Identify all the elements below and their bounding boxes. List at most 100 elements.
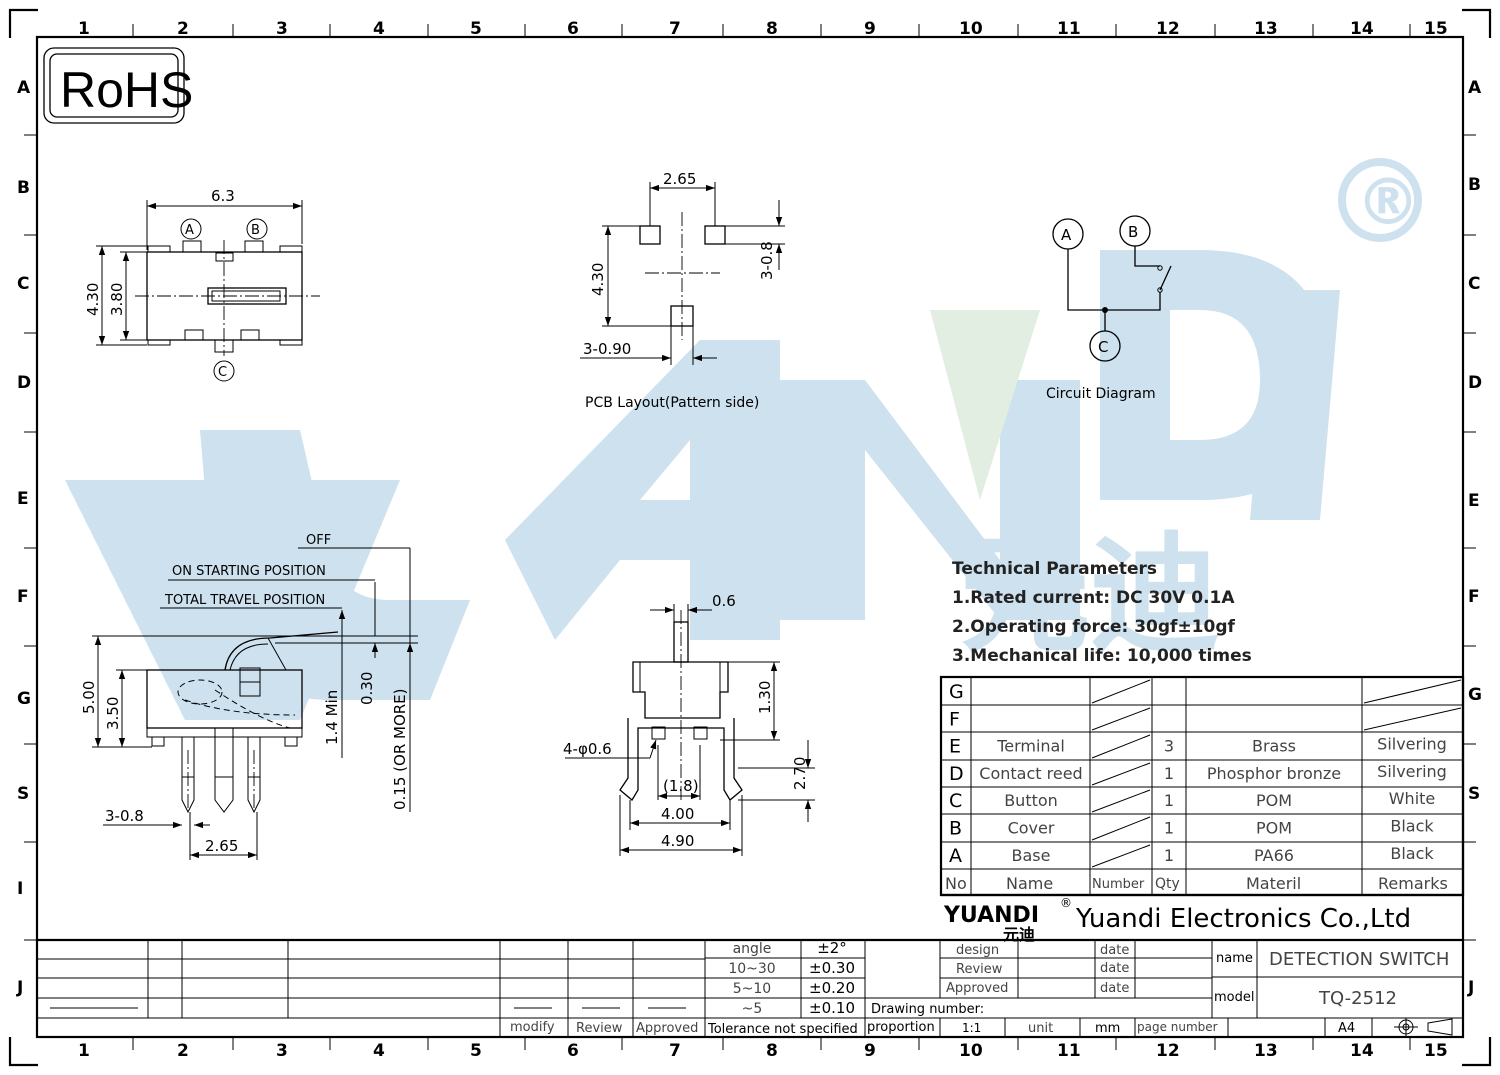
pin-b-label: B	[251, 223, 260, 238]
tol-value: ±0.20	[809, 979, 855, 997]
col-label-bottom: 12	[1156, 1041, 1180, 1061]
label-modify: modify	[510, 1020, 555, 1035]
col-label-top: 7	[669, 19, 681, 39]
row-label-left: E	[17, 489, 29, 509]
col-label-top: 3	[276, 19, 288, 39]
col-label-top: 2	[177, 19, 189, 39]
col-label-top: 11	[1057, 19, 1081, 39]
bom-qty: 3	[1164, 737, 1174, 756]
bom-material: Brass	[1252, 737, 1296, 756]
tolerance-row: ~5±0.10	[742, 999, 855, 1017]
row-label-left: S	[17, 784, 29, 804]
bom-qty: 1	[1164, 791, 1174, 810]
bom-name: Cover	[1008, 819, 1055, 838]
label-review-2: Review	[576, 1021, 623, 1036]
label-page-number: page number	[1137, 1020, 1218, 1034]
label-review: Review	[956, 962, 1003, 977]
circuit-caption: Circuit Diagram	[1046, 386, 1156, 402]
label-drawing-number: Drawing number:	[871, 1002, 984, 1017]
bom-header-remarks: Remarks	[1378, 874, 1448, 893]
bom-qty: 1	[1164, 764, 1174, 783]
front-actuator-h: 1.30	[756, 681, 774, 714]
projection-symbol	[1394, 1018, 1453, 1036]
side-pin-pitch: 2.65	[205, 837, 238, 855]
col-label-top: 13	[1254, 19, 1278, 39]
front-holes: 4-φ0.6	[563, 740, 612, 758]
company-name: Yuandi Electronics Co.,Ltd	[1075, 904, 1411, 934]
company-bar: YUANDI 元迪 ® Yuandi Electronics Co.,Ltd	[941, 893, 1463, 944]
dim-height-outer: 4.30	[84, 283, 102, 316]
col-label-bottom: 11	[1057, 1041, 1081, 1061]
row-label-left: J	[16, 978, 23, 998]
bom-header-number: Number	[1092, 877, 1145, 892]
side-view: 5.00 3.50 1.4 Min 0.30 0.15 (OR MORE) OF…	[80, 533, 418, 860]
bom-remarks: Black	[1390, 817, 1434, 836]
label-date-3: date	[1100, 981, 1129, 996]
dim-width: 6.3	[211, 187, 235, 205]
bom-no: C	[949, 790, 962, 812]
bom-no: B	[949, 818, 962, 840]
tech-item-2: 2.Operating force: 30gf±10gf	[952, 617, 1236, 637]
tol-value: ±2°	[817, 939, 847, 957]
col-label-top: 6	[567, 19, 579, 39]
circuit-c: C	[1098, 338, 1108, 356]
tech-item-3: 3.Mechanical life: 10,000 times	[952, 646, 1252, 666]
pcb-pad: 3-0.8	[758, 241, 776, 280]
col-label-bottom: 5	[470, 1041, 482, 1061]
row-label-right: J	[1467, 978, 1474, 998]
bom-remarks: Black	[1390, 844, 1434, 863]
tol-range: angle	[733, 941, 772, 957]
brand-logo-cn: 元迪	[1003, 925, 1035, 944]
label-approved-2: Approved	[636, 1021, 698, 1036]
bom-header-material: Materil	[1246, 874, 1301, 893]
col-label-bottom: 6	[567, 1041, 579, 1061]
bom-name: Contact reed	[979, 764, 1082, 783]
frame-labels: 1122334455667788991010111112121313141415…	[16, 19, 1482, 1061]
bom-name: Button	[1004, 791, 1058, 810]
col-label-bottom: 7	[669, 1041, 681, 1061]
label-design: design	[956, 943, 999, 958]
scale-value: 1:1	[962, 1021, 981, 1035]
col-label-bottom: 1	[78, 1041, 90, 1061]
tolerance-row: angle ±2°	[733, 939, 847, 957]
pcb-pitch: 2.65	[663, 170, 696, 188]
bom-header-no: No	[945, 874, 967, 893]
paper-size: A4	[1338, 1021, 1355, 1036]
technical-parameters: Technical Parameters 1.Rated current: DC…	[952, 559, 1252, 666]
col-label-bottom: 4	[373, 1041, 385, 1061]
front-width-in: 4.00	[661, 805, 694, 823]
front-width-out: 4.90	[661, 832, 694, 850]
bom-row: G	[949, 681, 964, 703]
label-off: OFF	[306, 533, 331, 548]
label-date-2: date	[1100, 961, 1129, 976]
label-proportion: proportion	[867, 1020, 935, 1035]
col-label-bottom: 14	[1350, 1041, 1374, 1061]
bom-remarks: White	[1389, 789, 1436, 808]
label-model: model	[1214, 990, 1254, 1005]
bom-remarks: Silvering	[1377, 735, 1447, 754]
rohs-text: RoHS	[60, 62, 193, 118]
label-on-start: ON STARTING POSITION	[172, 564, 326, 579]
tech-title: Technical Parameters	[952, 559, 1157, 579]
pcb-layout: 2.65 4.30 3-0.8 3-0.90 PCB Layout(Patter…	[580, 170, 785, 411]
side-pin-dim: 3-0.8	[105, 807, 144, 825]
col-label-bottom: 8	[766, 1041, 778, 1061]
row-label-right: F	[1468, 587, 1480, 607]
frame-ticks	[24, 24, 1476, 1050]
label-approved: Approved	[946, 981, 1008, 996]
border-frame	[8, 8, 1492, 1067]
bom-row: F	[949, 708, 960, 730]
side-over-travel: 0.15 (OR MORE)	[391, 688, 409, 810]
tol-range: 5~10	[733, 981, 771, 997]
bom-header-qty: Qty	[1155, 876, 1180, 892]
col-label-top: 4	[373, 19, 385, 39]
col-label-top: 9	[864, 19, 876, 39]
model-number: TQ-2512	[1318, 988, 1397, 1009]
pcb-hole: 3-0.90	[583, 340, 631, 358]
bom-qty: 1	[1164, 846, 1174, 865]
front-inner: (1.8)	[663, 777, 699, 795]
